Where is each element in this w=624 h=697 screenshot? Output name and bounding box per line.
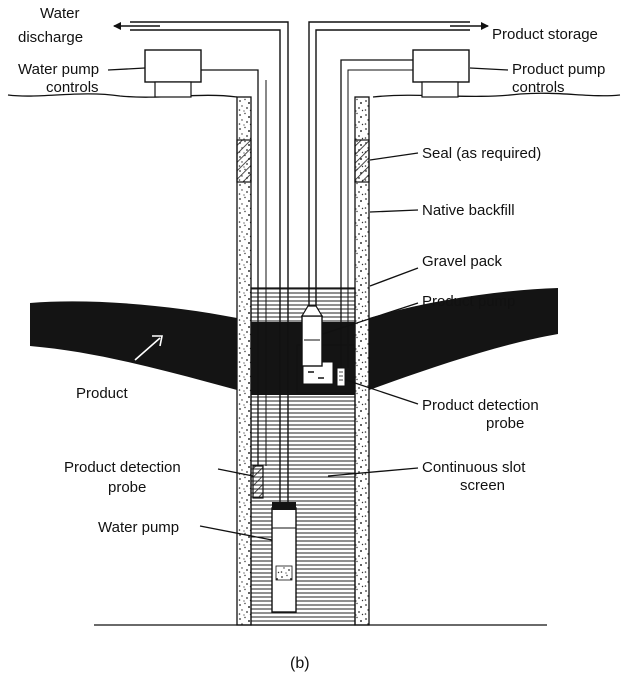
label-product-pump: Product pump — [422, 293, 515, 310]
label-probe-right-2: probe — [486, 415, 524, 432]
label-native-backfill: Native backfill — [422, 202, 515, 219]
label-gravel-pack: Gravel pack — [422, 253, 503, 270]
leader-lines — [107, 67, 509, 541]
leader-water-pump — [199, 525, 273, 541]
product-detection-probe-left — [252, 465, 264, 499]
leader-product-pump — [322, 302, 419, 335]
water-pump — [271, 507, 297, 613]
water-pump-screen — [275, 565, 293, 581]
leader-gravel-pack — [369, 267, 419, 287]
label-product-pump-controls-1: Product pump — [512, 61, 605, 78]
label-seal: Seal (as required) — [422, 145, 541, 162]
water-pump-cap — [272, 502, 296, 510]
product-discharge-pipe-outer — [308, 21, 470, 306]
leader-probe-left — [217, 468, 254, 477]
leader-water-pump-controls — [107, 67, 146, 71]
leader-seal — [369, 152, 419, 161]
leader-slot-screen — [327, 467, 419, 477]
product-layer-left — [30, 301, 237, 390]
seal-right — [354, 139, 370, 183]
ground-line-left — [7, 93, 238, 98]
label-water-discharge-1: Water — [40, 5, 79, 22]
water-pump-controls-base — [154, 81, 192, 98]
label-probe-left-2: probe — [108, 479, 146, 496]
product-pump-cable-b — [347, 69, 415, 368]
water-pump-controls-box — [144, 49, 202, 83]
label-slot-screen-2: screen — [460, 477, 505, 494]
ground-line-right — [372, 92, 621, 98]
label-product-storage: Product storage — [492, 26, 598, 43]
label-slot-screen-1: Continuous slot — [422, 459, 526, 476]
water-pump-cable — [200, 69, 259, 466]
product-detection-probe-right — [336, 367, 346, 387]
product-pump — [301, 315, 323, 367]
product-discharge-pipe-inner — [315, 29, 470, 306]
seal-left — [236, 139, 252, 183]
intake-detail — [308, 371, 324, 379]
leader-probe-right — [345, 379, 419, 405]
product-pump-cable — [340, 59, 415, 368]
label-water-pump: Water pump — [98, 519, 179, 536]
product-pump-controls-box — [412, 49, 470, 83]
label-product: Product — [76, 385, 129, 402]
water-discharge-pipe-inner — [130, 21, 289, 502]
label-probe-right-1: Product detection — [422, 397, 539, 414]
product-flow-arrow — [134, 335, 163, 361]
label-probe-left-1: Product detection — [64, 459, 181, 476]
leader-native-backfill — [369, 209, 419, 213]
label-water-pump-controls-2: controls — [46, 79, 99, 96]
water-discharge-pipe-outer — [130, 29, 281, 502]
caption: (b) — [290, 655, 310, 672]
probe-right-marks — [339, 371, 343, 381]
product-layer-right — [369, 288, 558, 390]
label-product-pump-controls-2: controls — [512, 79, 565, 96]
label-water-discharge-2: discharge — [18, 29, 83, 46]
caption-group: (b) — [290, 655, 310, 672]
label-water-pump-controls-1: Water pump — [18, 61, 99, 78]
product-pump-controls-base — [421, 81, 459, 98]
leader-product-pump-controls — [469, 67, 509, 71]
